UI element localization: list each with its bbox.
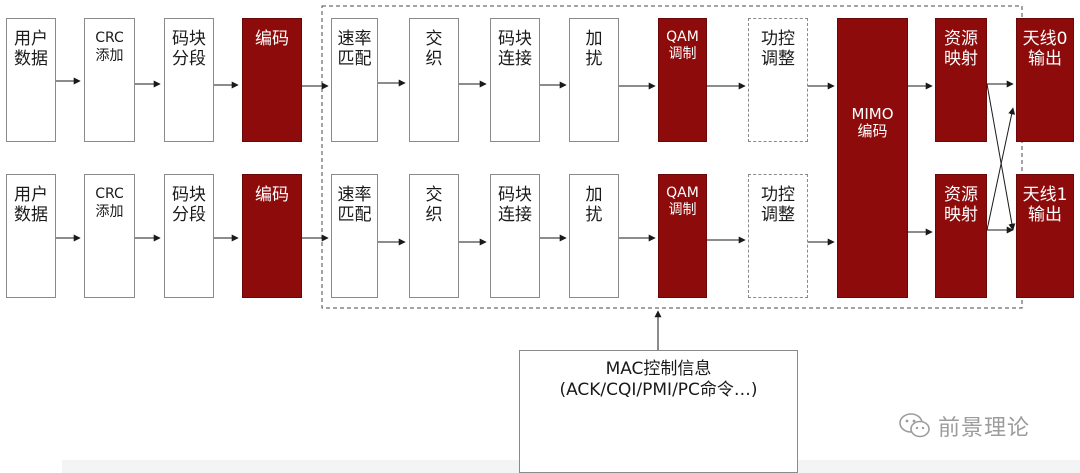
label: 速率 bbox=[337, 29, 372, 49]
segment-block-1: 码块 分段 bbox=[164, 18, 214, 142]
label: QAM bbox=[666, 29, 699, 45]
label: 分段 bbox=[172, 205, 206, 225]
label: (ACK/CQI/PMI/PC命令…) bbox=[559, 380, 758, 400]
label: CRC bbox=[95, 186, 124, 202]
rate-match-block-1: 速率 匹配 bbox=[331, 18, 378, 142]
label: 映射 bbox=[944, 49, 978, 69]
interleave-block-2: 交 织 bbox=[409, 174, 459, 298]
interleave-block-1: 交 织 bbox=[409, 18, 459, 142]
qam-block-1: QAM 调制 bbox=[658, 18, 707, 142]
scramble-block-2: 加 扰 bbox=[569, 174, 619, 298]
resource-map-block-2: 资源 映射 bbox=[935, 174, 987, 298]
label: 资源 bbox=[944, 185, 978, 205]
row-1-arrows bbox=[56, 77, 933, 90]
label: 码块 bbox=[172, 29, 206, 49]
label: 扰 bbox=[585, 49, 603, 69]
label: 用户 bbox=[14, 185, 48, 205]
crc-block-1: CRC 添加 bbox=[84, 18, 135, 142]
rate-match-block-2: 速率 匹配 bbox=[331, 174, 378, 298]
label: 分段 bbox=[172, 49, 206, 69]
arrow bbox=[986, 107, 1016, 231]
power-block-2: 功控 调整 bbox=[748, 174, 808, 298]
label: 编码 bbox=[255, 185, 289, 205]
label: 映射 bbox=[944, 205, 978, 225]
label: 扰 bbox=[585, 205, 603, 225]
wechat-icon bbox=[899, 413, 930, 438]
watermark-text: 前景理论 bbox=[938, 416, 1031, 441]
antenna-1-output: 天线1 输出 bbox=[1016, 174, 1074, 298]
label: 匹配 bbox=[337, 49, 372, 69]
label: 码块 bbox=[172, 185, 206, 205]
watermark: 前景理论 bbox=[898, 410, 1030, 442]
label: 输出 bbox=[1028, 49, 1062, 69]
user-data-block-1: 用户 数据 bbox=[6, 18, 56, 142]
label: 织 bbox=[425, 205, 443, 225]
encode-block-1: 编码 bbox=[242, 18, 302, 142]
concat-block-1: 码块 连接 bbox=[490, 18, 540, 142]
label: 交 bbox=[425, 29, 443, 49]
qam-block-2: QAM 调制 bbox=[658, 174, 707, 298]
concat-block-2: 码块 连接 bbox=[490, 174, 540, 298]
label: 速率 bbox=[337, 185, 372, 205]
label: 加 bbox=[585, 185, 603, 205]
label: 连接 bbox=[498, 205, 532, 225]
mimo-block: MIMO 编码 bbox=[837, 18, 908, 298]
processing-region bbox=[321, 5, 1023, 309]
label: 调整 bbox=[761, 205, 795, 225]
label: 连接 bbox=[498, 49, 532, 69]
label: 添加 bbox=[95, 48, 124, 64]
label: 调制 bbox=[668, 46, 697, 62]
label: MIMO bbox=[851, 105, 894, 123]
label: 资源 bbox=[944, 29, 978, 49]
label: 数据 bbox=[14, 49, 48, 69]
label: 编码 bbox=[255, 29, 289, 49]
label: CRC bbox=[95, 30, 124, 46]
label: 天线1 bbox=[1022, 185, 1068, 205]
label: 功控 bbox=[761, 185, 795, 205]
crc-block-2: CRC 添加 bbox=[84, 174, 135, 298]
row-2-arrows bbox=[56, 228, 933, 246]
label: 码块 bbox=[498, 29, 532, 49]
label: 添加 bbox=[95, 204, 124, 220]
label: 输出 bbox=[1028, 205, 1062, 225]
label: MAC控制信息 bbox=[605, 359, 712, 379]
resource-map-block-1: 资源 映射 bbox=[935, 18, 987, 142]
antenna-mapping-arrows bbox=[986, 80, 1016, 234]
segment-block-2: 码块 分段 bbox=[164, 174, 214, 298]
label: 调整 bbox=[761, 49, 795, 69]
arrow bbox=[986, 83, 1016, 231]
mac-control-block: MAC控制信息 (ACK/CQI/PMI/PC命令…) bbox=[519, 350, 798, 473]
label: 加 bbox=[585, 29, 603, 49]
encode-block-2: 编码 bbox=[242, 174, 302, 298]
power-block-1: 功控 调整 bbox=[748, 18, 808, 142]
label: 天线0 bbox=[1022, 29, 1068, 49]
label: 调制 bbox=[668, 202, 697, 218]
user-data-block-2: 用户 数据 bbox=[6, 174, 56, 298]
label: QAM bbox=[666, 185, 699, 201]
label: 用户 bbox=[14, 29, 48, 49]
scramble-block-1: 加 扰 bbox=[569, 18, 619, 142]
label: 数据 bbox=[14, 205, 48, 225]
antenna-0-output: 天线0 输出 bbox=[1016, 18, 1074, 142]
label: 匹配 bbox=[337, 205, 372, 225]
label: 编码 bbox=[857, 122, 888, 140]
label: 交 bbox=[425, 185, 443, 205]
label: 功控 bbox=[761, 29, 795, 49]
label: 码块 bbox=[498, 185, 532, 205]
label: 织 bbox=[425, 49, 443, 69]
